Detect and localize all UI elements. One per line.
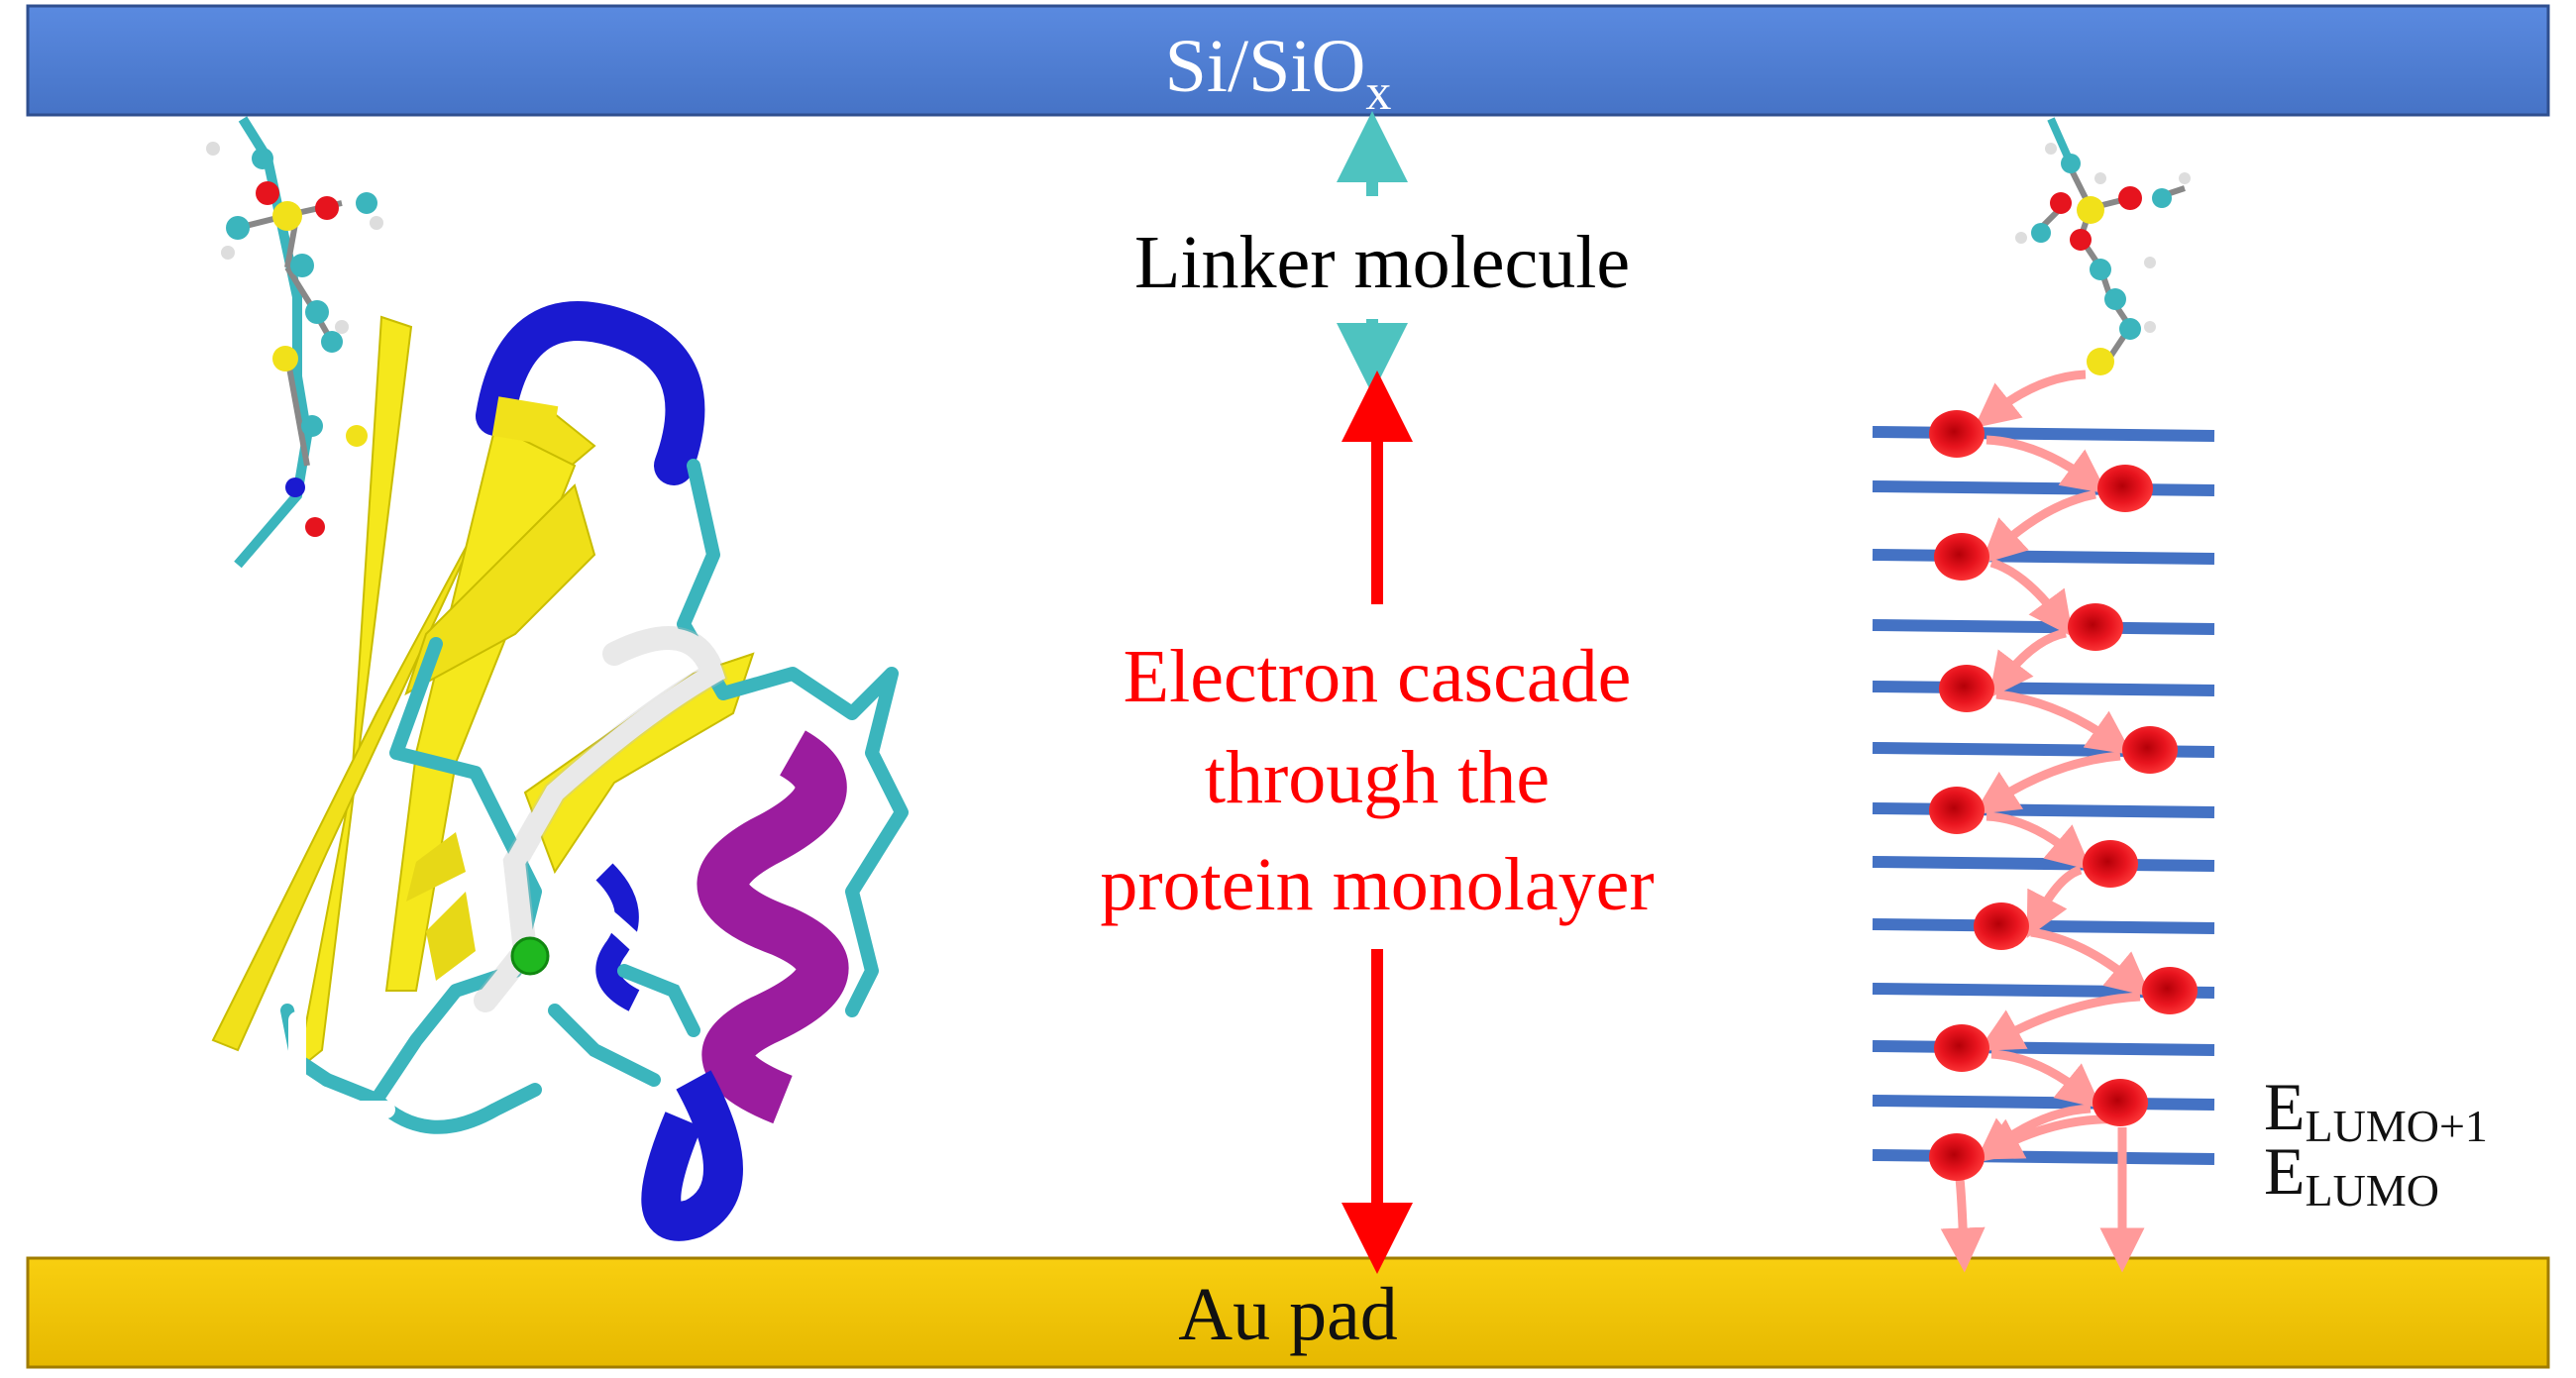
- electron-hop-arrow: [1989, 558, 2074, 638]
- electron-dot-icon: [1934, 533, 1989, 581]
- au-pad-label: Au pad: [1178, 1273, 1398, 1356]
- electron-dot-icon: [2083, 840, 2138, 888]
- cascade-annotation: Electron cascade through the protein mon…: [1100, 371, 1655, 1274]
- energy-level-line: [1872, 549, 2215, 565]
- electron-hop-arrow: [2026, 865, 2083, 938]
- energy-level-line: [1872, 802, 2215, 818]
- protein-linker-molecule-icon: [206, 116, 383, 569]
- si-sio-substrate-bar: Si/SiOx: [26, 4, 2550, 121]
- electron-hop-arrow: [1974, 751, 2121, 815]
- electron-hop-arrow: [1988, 628, 2068, 698]
- cascade-label-line1: Electron cascade: [1124, 635, 1632, 718]
- linker-label: Linker molecule: [1134, 221, 1630, 304]
- electron-dot-icon: [1929, 410, 1985, 458]
- energy-level-line: [1872, 1040, 2215, 1056]
- energy-level-line: [1872, 1095, 2215, 1111]
- lumo-plus-one-label: ELUMO+1: [2264, 1069, 2488, 1151]
- cascade-label-line3: protein monolayer: [1100, 843, 1654, 926]
- electron-dot-icon: [2122, 726, 2178, 774]
- electron-hop-arrow: [1995, 689, 2133, 755]
- substrate-label: Si/SiOx: [1165, 25, 1392, 121]
- electron-hop-arrow: [1990, 1049, 2102, 1110]
- energy-level-line: [1872, 856, 2215, 872]
- au-pad-bar: Au pad: [26, 1256, 2550, 1369]
- electron-hop-arrow: [2030, 927, 2152, 998]
- electron-hop-arrow: [1986, 435, 2108, 494]
- energy-level-line: [1872, 1149, 2215, 1165]
- energy-level-ladder-icon: [1872, 370, 2215, 1273]
- linker-annotation: Linker molecule: [1134, 111, 1630, 394]
- metal-ion-icon: [510, 936, 550, 976]
- cascade-label-line2: through the: [1205, 736, 1550, 819]
- electron-dot-icon: [1929, 787, 1985, 834]
- electron-dot-icon: [1939, 665, 1994, 712]
- electron-dot-icon: [2068, 603, 2123, 651]
- electron-dot-icon: [2093, 1079, 2148, 1126]
- energy-level-line: [1872, 681, 2215, 696]
- electron-hop-arrow: [1940, 1178, 1986, 1273]
- electron-dot-icon: [1974, 902, 2029, 950]
- lumo-label: ELUMO: [2264, 1133, 2439, 1216]
- electron-dot-icon: [1929, 1133, 1985, 1181]
- energy-level-line: [1872, 426, 2215, 442]
- electron-dot-icon: [2142, 967, 2198, 1014]
- energy-level-line: [1872, 619, 2215, 635]
- electron-dot-icon: [2097, 465, 2153, 512]
- electron-hop-arrow: [1978, 992, 2141, 1051]
- linker-molecule-ball-and-stick-icon: [2015, 117, 2191, 375]
- energy-level-line: [1872, 480, 2215, 496]
- protein-ribbon-structure-icon: [206, 116, 909, 1241]
- electron-hop-arrow: [1986, 811, 2093, 871]
- electron-hop-arrow: [1981, 489, 2096, 565]
- electron-dot-icon: [1934, 1024, 1989, 1072]
- electron-hop-arrow: [1974, 370, 2087, 429]
- energy-level-line: [1872, 918, 2215, 934]
